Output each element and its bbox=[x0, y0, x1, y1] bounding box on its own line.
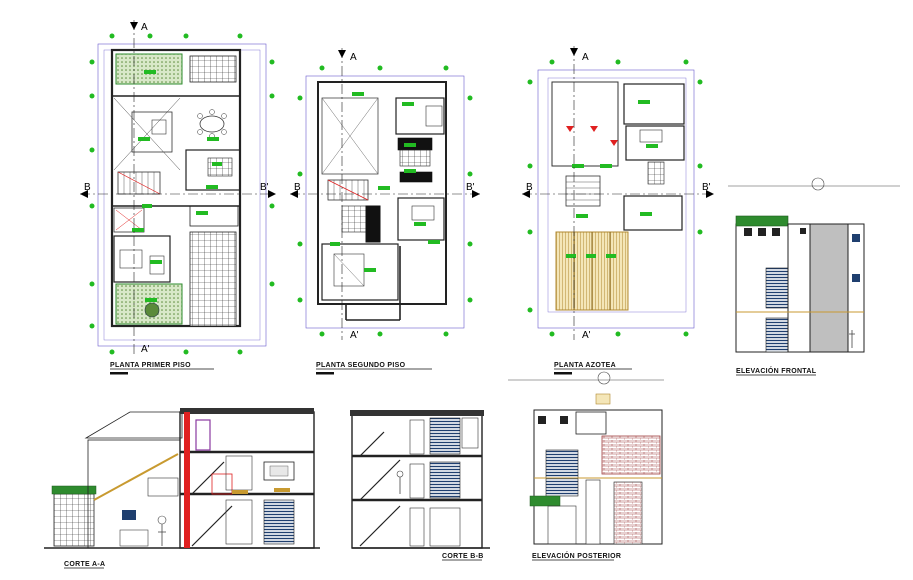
front-window bbox=[765, 267, 789, 309]
roof-room bbox=[623, 83, 685, 125]
section-mark-a: A bbox=[141, 22, 148, 33]
front-planter bbox=[735, 215, 789, 227]
section-aa: CORTE A-A bbox=[44, 408, 320, 569]
garden-top bbox=[115, 53, 183, 85]
dimension-frame bbox=[537, 69, 695, 329]
plan-second-floor-title: PLANTA SEGUNDO PISO bbox=[316, 362, 406, 369]
double-height-void bbox=[321, 97, 379, 175]
plan-second-floor: A A' B B' PLANTA SEGUNDO PISO bbox=[290, 48, 480, 375]
roof-slab bbox=[551, 81, 619, 167]
plan-first-floor-title: PLANTA PRIMER PISO bbox=[110, 362, 191, 369]
section-aa-garden-wall bbox=[53, 493, 95, 547]
stairs bbox=[327, 179, 369, 201]
section-mark-b: B bbox=[526, 182, 533, 193]
section-mark-a-prime: A' bbox=[350, 330, 359, 341]
plan-first-floor: A A' B B' PLANTA PRIMER PISO bbox=[80, 20, 276, 375]
section-bb-title: CORTE B-B bbox=[442, 553, 484, 560]
bedroom-1 bbox=[395, 97, 445, 135]
elevation-front-title: ELEVACIÓN FRONTAL bbox=[736, 366, 817, 375]
outer-wall bbox=[317, 81, 447, 305]
section-aa-garage-door bbox=[263, 499, 295, 545]
section-mark-a: A bbox=[582, 52, 589, 63]
section-mark-b-prime: B' bbox=[260, 182, 269, 193]
stairs bbox=[117, 171, 161, 195]
section-mark-a: A bbox=[350, 52, 357, 63]
section-aa-column bbox=[184, 412, 190, 548]
laundry bbox=[625, 125, 685, 161]
section-mark-b: B bbox=[294, 182, 301, 193]
sofa-set bbox=[131, 111, 173, 153]
section-bb-stairs bbox=[359, 431, 401, 547]
bedroom-2 bbox=[397, 197, 445, 241]
dining-table bbox=[197, 109, 227, 139]
rear-window bbox=[545, 449, 579, 497]
stairs bbox=[565, 175, 601, 207]
bathroom bbox=[113, 207, 145, 233]
elevation-rear: ELEVACIÓN POSTERIOR bbox=[508, 371, 664, 561]
tiled-patio bbox=[189, 55, 237, 83]
section-bb-window bbox=[429, 417, 461, 455]
front-garage-door bbox=[765, 317, 789, 353]
kitchen bbox=[185, 149, 241, 191]
section-bb: CORTE B-B bbox=[350, 410, 490, 561]
section-aa-stairs bbox=[191, 461, 233, 547]
section-mark-a-prime: A' bbox=[582, 330, 591, 341]
bedroom-3 bbox=[321, 243, 399, 301]
plan-roof-title: PLANTA AZOTEA bbox=[554, 362, 616, 369]
section-mark-a-prime: A' bbox=[141, 344, 150, 355]
plan-roof: A A' B B' PLANTA AZOTEA bbox=[522, 46, 714, 375]
dimension-frame bbox=[305, 75, 465, 329]
section-aa-roof-beam bbox=[93, 453, 179, 501]
bathroom bbox=[341, 205, 367, 233]
elevation-rear-title: ELEVACIÓN POSTERIOR bbox=[532, 551, 621, 560]
roof-bedroom bbox=[623, 195, 683, 231]
section-aa-title: CORTE A-A bbox=[64, 561, 105, 568]
section-mark-b-prime: B' bbox=[466, 182, 475, 193]
dimension-frame bbox=[97, 43, 267, 347]
bedroom bbox=[113, 235, 171, 283]
garage-tiles bbox=[189, 231, 237, 327]
elevation-front: ELEVACIÓN FRONTAL bbox=[728, 177, 900, 376]
section-mark-b: B bbox=[84, 182, 91, 193]
section-mark-b-prime: B' bbox=[702, 182, 711, 193]
rear-brick-panel bbox=[601, 435, 661, 475]
